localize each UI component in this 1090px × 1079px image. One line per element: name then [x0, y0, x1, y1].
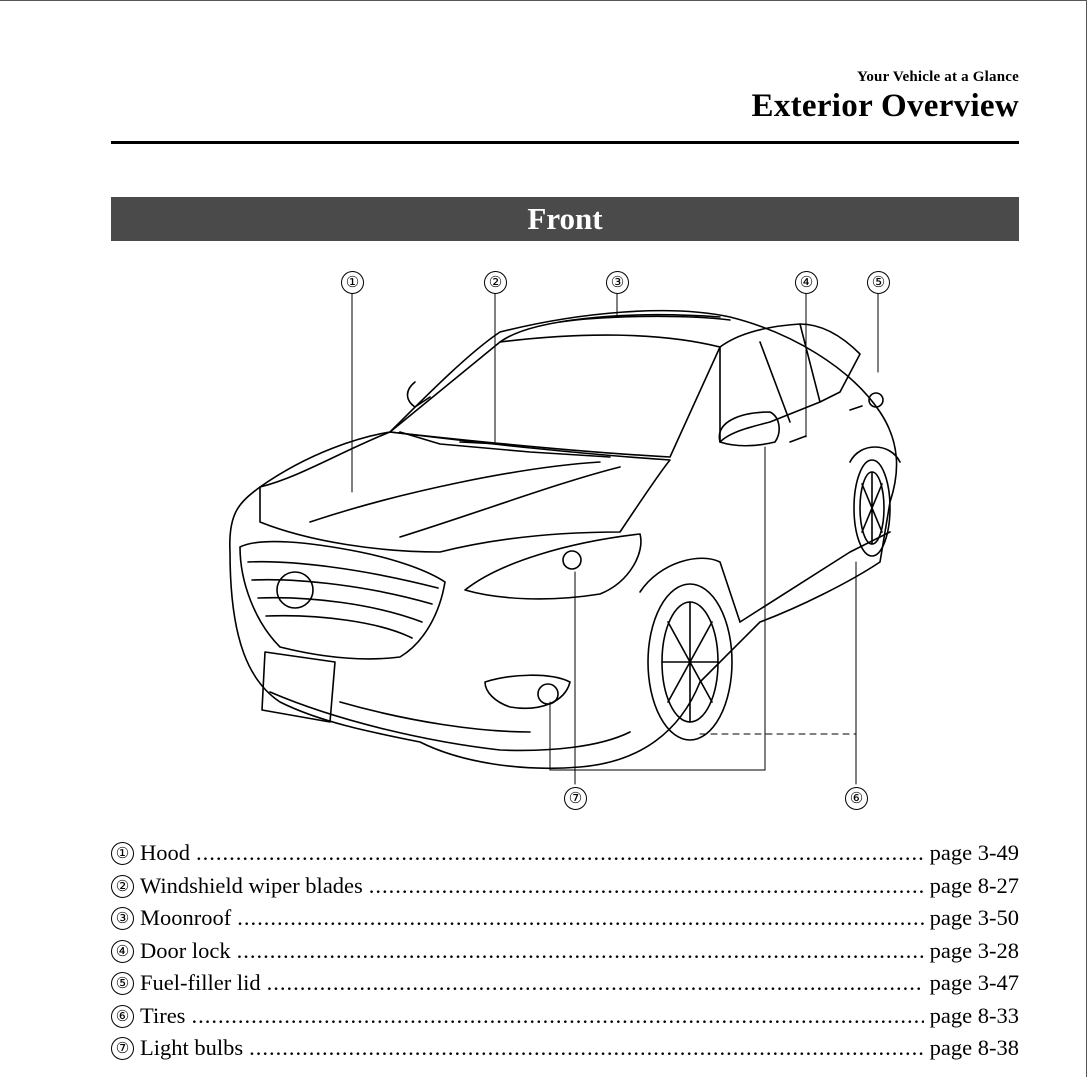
dot-leader [267, 970, 924, 996]
index-page-ref[interactable]: page 3-28 [929, 937, 1019, 963]
callout-hood: ① [341, 271, 364, 294]
index-row-fuel-filler-lid[interactable]: ⑤ Fuel-filler lid page 3-47 [111, 970, 1019, 1003]
index-label: Light bulbs [140, 1035, 244, 1060]
chapter-heading: Your Vehicle at a Glance [856, 69, 1019, 85]
index-row-door-lock[interactable]: ④ Door lock page 3-28 [111, 938, 1019, 971]
index-label: Hood [140, 840, 190, 865]
index-label: Windshield wiper blades [140, 872, 363, 898]
vehicle-illustration: ① ② ③ ④ ⑤ ⑥ ⑦ [200, 262, 920, 822]
callout-door-lock: ④ [795, 271, 818, 294]
index-page-ref[interactable]: page 8-38 [929, 1035, 1019, 1060]
index-number: ⑦ [111, 1037, 134, 1060]
index-label: Door lock [140, 937, 231, 963]
index-row-tires[interactable]: ⑥ Tires page 8-33 [111, 1003, 1019, 1036]
index-row-wiper-blades[interactable]: ② Windshield wiper blades page 8-27 [111, 873, 1019, 906]
index-number: ⑤ [111, 972, 134, 995]
index-page-ref[interactable]: page 3-50 [929, 905, 1019, 930]
dot-leader [237, 938, 924, 964]
index-page-ref[interactable]: page 3-49 [929, 840, 1019, 865]
index-number: ⑥ [111, 1004, 134, 1028]
dot-leader [191, 1003, 923, 1029]
index-page-ref[interactable]: page 8-33 [929, 1002, 1019, 1028]
callout-wiper-blades: ② [484, 271, 507, 294]
index-label: Fuel-filler lid [140, 970, 261, 995]
dot-leader [237, 905, 923, 931]
callout-moonroof: ③ [606, 271, 629, 294]
index-label: Moonroof [140, 905, 232, 930]
dot-leader [249, 1035, 924, 1061]
dot-leader [369, 873, 924, 899]
index-label: Tires [140, 1002, 186, 1028]
page-title: Exterior Overview [751, 88, 1019, 124]
callout-fuel-filler-lid: ⑤ [867, 271, 890, 294]
index-number: ③ [111, 907, 134, 930]
header-divider [111, 141, 1019, 144]
car-front-line-drawing [229, 293, 901, 785]
index-row-hood[interactable]: ① Hood page 3-49 [111, 840, 1019, 873]
index-page-ref[interactable]: page 8-27 [929, 872, 1019, 898]
view-section-bar: Front [111, 197, 1019, 241]
index-row-moonroof[interactable]: ③ Moonroof page 3-50 [111, 905, 1019, 938]
parts-index: ① Hood page 3-49 ② Windshield wiper blad… [111, 840, 1019, 1068]
index-number: ① [111, 842, 134, 865]
index-page-ref[interactable]: page 3-47 [929, 970, 1019, 995]
index-row-light-bulbs[interactable]: ⑦ Light bulbs page 8-38 [111, 1035, 1019, 1068]
callout-tires: ⑥ [845, 787, 868, 810]
index-number: ② [111, 874, 134, 898]
dot-leader [196, 840, 924, 866]
callout-light-bulbs: ⑦ [564, 787, 587, 810]
index-number: ④ [111, 939, 134, 963]
